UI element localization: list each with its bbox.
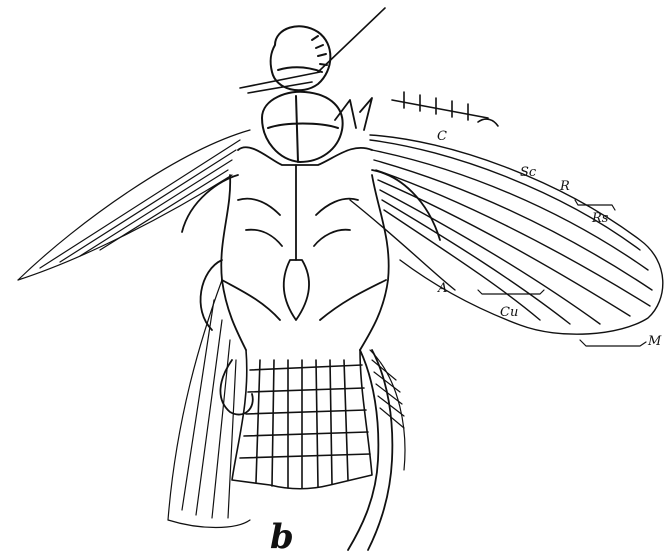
label-radius: R <box>559 179 570 194</box>
legs <box>182 170 440 550</box>
right-hindwing <box>370 350 405 470</box>
pronotum <box>262 92 343 162</box>
figure-caption: b <box>270 517 294 555</box>
label-costa: C <box>437 129 447 144</box>
abdomen <box>232 350 372 489</box>
antenna <box>240 8 385 93</box>
left-hindwing <box>168 280 250 528</box>
label-anal: A <box>437 281 447 296</box>
label-cubitus: Cu <box>500 305 518 320</box>
costa-appendage <box>392 92 498 126</box>
label-radial-sector: Rs <box>591 211 609 226</box>
vein-label-brackets <box>478 200 646 346</box>
body-thorax <box>221 98 388 350</box>
label-media: M <box>647 334 662 349</box>
left-forewing <box>18 130 250 280</box>
label-subcosta: Sc <box>520 165 537 180</box>
